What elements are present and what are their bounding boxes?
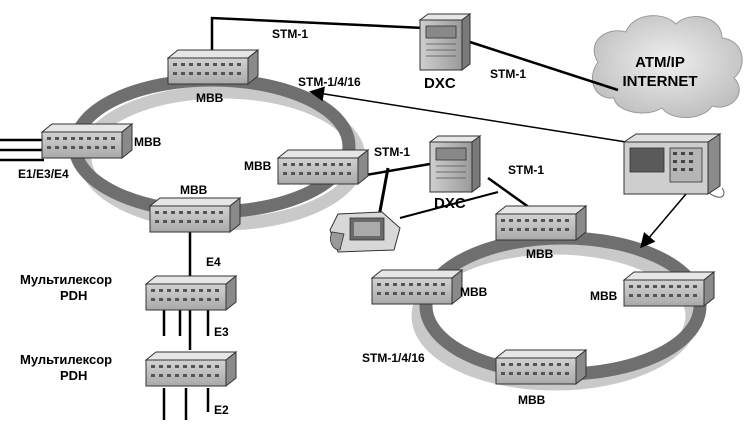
management-arrows [309, 86, 687, 249]
arrow-to-ring2 [640, 193, 687, 249]
mvv-ring2-top [494, 204, 588, 242]
mvv-ring2-left [370, 268, 464, 306]
link-mbb-top-to-dxc [210, 16, 425, 52]
link-dxc-to-ring2 [487, 176, 531, 210]
mvv-ring2-bottom [494, 348, 588, 386]
label-mvv-ring1-top: MBB [196, 91, 224, 105]
label-dxc-top: DXC [424, 75, 456, 92]
text-labels: STM-1 STM-1 STM-1 STM-1 STM-1/4/16 STM-1… [18, 27, 618, 417]
cloud-label-atm-ip: ATM/IP [635, 54, 685, 71]
label-e2: E2 [214, 403, 229, 417]
label-mvv-ring2-right: MBB [590, 289, 618, 303]
mvv-ring1-bottom [148, 196, 242, 234]
label-mux1-line2: PDH [60, 288, 87, 303]
label-stm1-cloud: STM-1 [490, 67, 526, 81]
label-mux2-line2: PDH [60, 368, 87, 383]
links [0, 16, 619, 420]
mvv-ring1-top [166, 48, 260, 86]
mvv-ring2-right [622, 270, 716, 308]
label-ring2-rate: STM-1/4/16 [362, 351, 425, 365]
label-e4: E4 [206, 255, 221, 269]
label-stm1-top: STM-1 [272, 27, 308, 41]
label-e3: E3 [214, 325, 229, 339]
label-mvv-ring2-top: MBB [526, 247, 554, 261]
label-mvv-ring1-left: MBB [134, 135, 162, 149]
label-stm1-mid-right: STM-1 [508, 163, 544, 177]
label-mux1-line1: Мультилексор [20, 272, 112, 287]
label-mvv-ring2-bottom: MBB [518, 393, 546, 407]
phone-terminal [329, 211, 401, 253]
link-phone-to-ring2 [399, 191, 499, 219]
label-mvv-ring1-bottom: MBB [180, 183, 208, 197]
link-dxc-to-cloud [469, 40, 619, 92]
arrow-to-ring1 [309, 86, 627, 143]
atm-ip-internet-cloud: ATM/IP INTERNET [592, 15, 743, 119]
label-mvv-ring2-left: MBB [460, 285, 488, 299]
mvv-ring1-right [276, 148, 370, 186]
label-mvv-ring1-right: MBB [244, 159, 272, 173]
dxc-mid [428, 135, 482, 193]
mvv-ring1-left [40, 122, 134, 160]
management-terminal [622, 133, 725, 198]
pdh-mux-1 [144, 274, 238, 312]
label-ring1-rate: STM-1/4/16 [298, 75, 361, 89]
label-e1e3e4: E1/E3/E4 [18, 167, 69, 181]
pdh-mux-2 [144, 350, 238, 388]
label-dxc-mid: DXC [434, 195, 466, 212]
dxc-top [418, 13, 472, 71]
label-mux2-line1: Мультилексор [20, 352, 112, 367]
cloud-label-internet: INTERNET [623, 73, 698, 90]
link-mbb-right-to-dxc [359, 162, 431, 178]
label-stm1-mid-left: STM-1 [374, 145, 410, 159]
